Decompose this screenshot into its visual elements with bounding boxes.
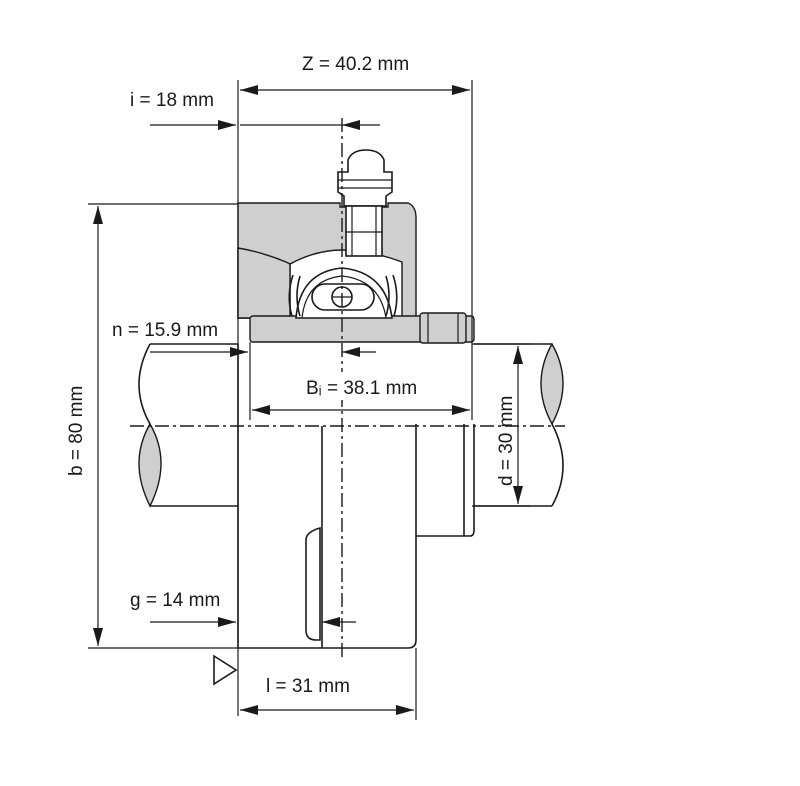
datum-triangle-icon [213,654,238,686]
label-b: b = 80 mm [66,386,87,476]
dimension-b [93,206,103,646]
label-d: d = 30 mm [496,396,517,486]
dimension-l [240,705,414,715]
dimension-g [150,617,356,627]
label-bi: Bᵢ = 38.1 mm [306,378,417,399]
dimension-d [513,346,523,504]
grease-nipple [337,149,393,257]
label-g: g = 14 mm [130,590,220,611]
label-z: Z = 40.2 mm [302,54,409,75]
dimension-bi [252,405,470,415]
label-i: i = 18 mm [130,90,214,111]
extension-lines [88,80,530,720]
shaft [130,342,565,508]
label-bi-background [300,372,440,400]
bearing-insert [288,267,398,319]
dimension-i [150,120,380,130]
dimension-z [240,85,470,95]
label-l: l = 31 mm [266,676,350,697]
dimension-n [150,347,376,357]
label-n: n = 15.9 mm [112,320,218,341]
